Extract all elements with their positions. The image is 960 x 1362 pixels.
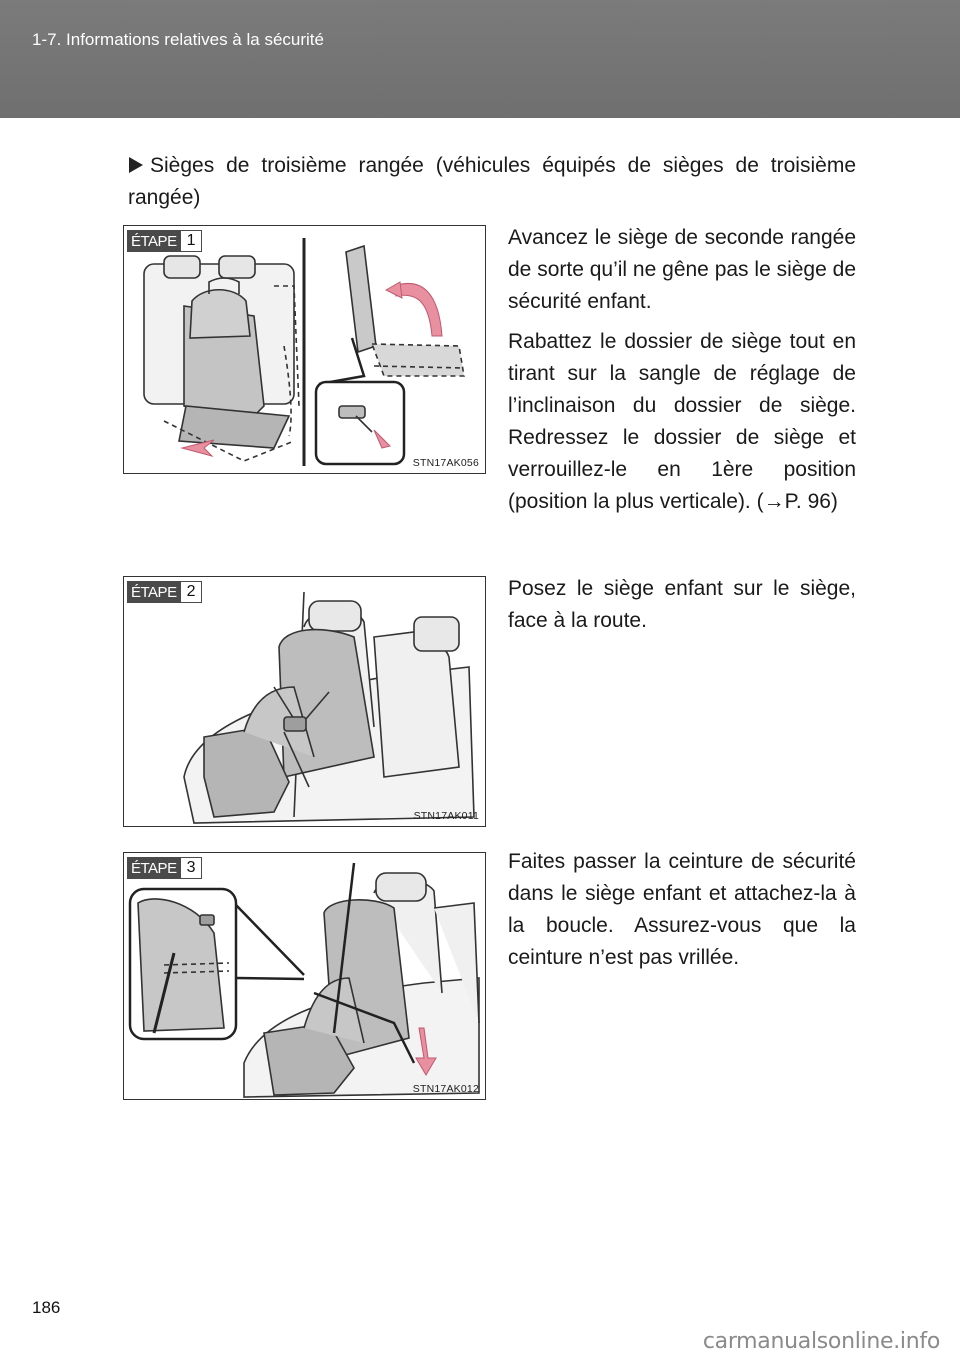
step-1-paragraph-1: Avancez le siège de seconde rangée de so… (508, 226, 856, 313)
step-2-paragraph-1: Posez le siège enfant sur le siège, face… (508, 577, 856, 632)
intro-paragraph: Sièges de troisième rangée (véhicules éq… (128, 150, 856, 214)
bullet-triangle-icon (128, 150, 150, 182)
step-3-text: Faites passer la ceinture de sécurité da… (508, 846, 856, 982)
step-2-figure: ÉTAPE 2 STN17AK011 (123, 576, 486, 827)
step-label: ÉTAPE (127, 857, 181, 879)
step-3-paragraph-1: Faites passer la ceinture de sécurité da… (508, 850, 856, 969)
watermark: carmanualsonline.info (702, 1329, 940, 1354)
intro-text: Sièges de troisième rangée (véhicules éq… (128, 154, 856, 209)
figure-code: STN17AK012 (412, 1083, 479, 1095)
page-number: 186 (32, 1298, 61, 1317)
step-2-tag: ÉTAPE 2 (127, 581, 203, 603)
section-title: 1-7. Informations relatives à la sécurit… (32, 30, 324, 49)
step-1-text: Avancez le siège de seconde rangée de so… (508, 222, 856, 526)
step-1-tag: ÉTAPE 1 (127, 230, 203, 252)
step-1-paragraph-2: Rabattez le dossier de siège tout en tir… (508, 330, 856, 513)
figure-code: STN17AK056 (412, 457, 479, 469)
step-3-figure: ÉTAPE 3 STN17AK012 (123, 852, 486, 1100)
step-3-tag: ÉTAPE 3 (127, 857, 203, 879)
step-label: ÉTAPE (127, 581, 181, 603)
step-2-text: Posez le siège enfant sur le siège, face… (508, 573, 856, 645)
figure-code: STN17AK011 (413, 810, 479, 822)
step-label: ÉTAPE (127, 230, 181, 252)
third-row-seat-illustration (143, 238, 465, 466)
seatbelt-routing-illustration (128, 862, 480, 1098)
step-number: 3 (180, 857, 203, 879)
section-header: 1-7. Informations relatives à la sécurit… (0, 0, 960, 118)
child-seat-forward-illustration (183, 591, 475, 824)
step-1-figure: ÉTAPE 1 STN17AK056 (123, 225, 486, 474)
step-number: 1 (180, 230, 203, 252)
step-number: 2 (180, 581, 203, 603)
